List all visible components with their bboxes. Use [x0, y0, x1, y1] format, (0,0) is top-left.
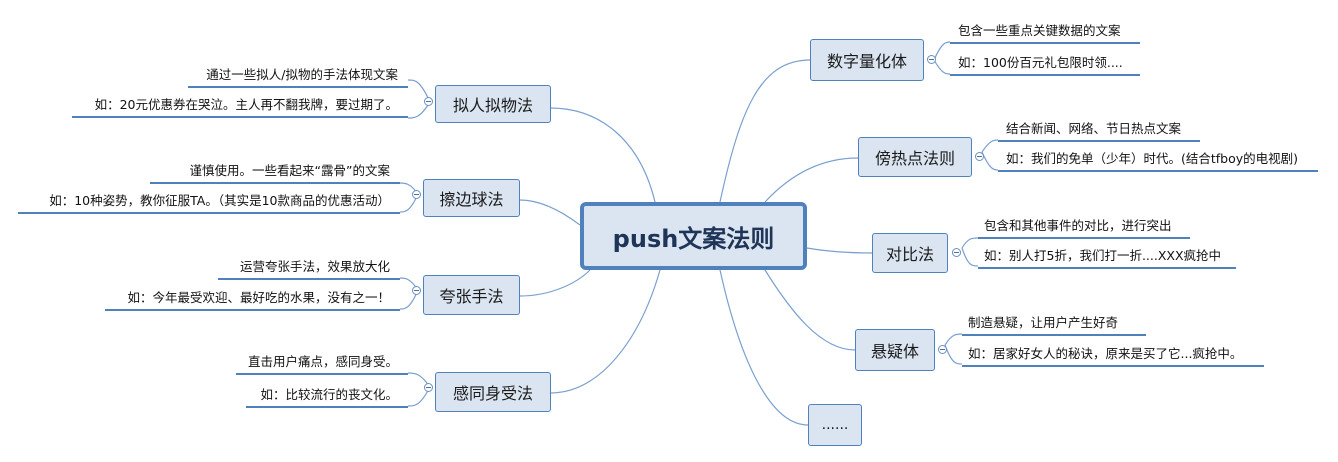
connector-root-left-1 — [519, 199, 581, 226]
leaf-text: 结合新闻、网络、节日热点文案 — [998, 118, 1200, 142]
leaf-text: 如：比较流行的丧文化。 — [246, 384, 408, 408]
connector-root-right-1 — [764, 157, 859, 203]
central-topic[interactable]: push文案法则 — [580, 202, 807, 270]
leaf-text: 如：别人打5折，我们打一折....XXX疯抢中 — [978, 245, 1236, 269]
branch-empathy[interactable]: 感同身受法 — [435, 372, 551, 412]
leaf-text: 如：居家好女人的秘诀，原来是买了它...疯抢中。 — [962, 343, 1264, 367]
leaf-text: 通过一些拟人/拟物的手法体现文案 — [188, 64, 408, 88]
branch-exaggeration[interactable]: 夸张手法 — [423, 275, 520, 315]
connector-root-right-2 — [806, 247, 873, 254]
connector-root-left-2 — [519, 269, 591, 297]
collapse-icon[interactable] — [424, 383, 433, 392]
collapse-icon[interactable] — [952, 248, 961, 257]
leaf-text: 包含一些重点关键数据的文案 — [950, 20, 1140, 44]
leaf-text: 如：100份百元礼包限时领.... — [950, 52, 1140, 76]
leaf-text: 制造悬疑，让用户产生好奇 — [962, 312, 1146, 336]
connector-root-right-4 — [719, 269, 809, 426]
connector-root-right-0 — [719, 59, 811, 203]
collapse-icon[interactable] — [412, 190, 421, 199]
leaf-text: 直击用户痛点，感同身受。 — [236, 351, 408, 375]
branch-contrast[interactable]: 对比法 — [872, 233, 948, 273]
branch-suspense[interactable]: 悬疑体 — [855, 329, 935, 371]
leaf-text: 如：10种姿势，教你征服TA。（其实是10款商品的优惠活动） — [18, 190, 400, 214]
branch-edge-ball[interactable]: 擦边球法 — [423, 179, 520, 217]
leaf-text: 如：20元优惠券在哭泣。主人再不翻我牌，要过期了。 — [72, 94, 408, 118]
collapse-icon[interactable] — [412, 286, 421, 295]
leaf-text: 谨慎使用。一些看起来“露骨”的文案 — [150, 160, 400, 184]
branch-hot-topics[interactable]: 傍热点法则 — [858, 137, 972, 177]
connector-root-left-3 — [549, 269, 661, 394]
branch-quantified[interactable]: 数字量化体 — [810, 39, 924, 81]
collapse-icon[interactable] — [424, 97, 433, 106]
leaf-text: 运营夸张手法，效果放大化 — [218, 256, 400, 280]
leaf-text: 如：我们的免单（少年）时代。(结合tfboy的电视剧) — [998, 148, 1318, 172]
branch-more[interactable]: ...... — [808, 404, 862, 446]
leaf-text: 包含和其他事件的对比，进行突出 — [978, 215, 1190, 239]
collapse-icon[interactable] — [975, 152, 984, 161]
branch-anthropomorphism[interactable]: 拟人拟物法 — [435, 85, 551, 123]
connector-root-left-0 — [549, 107, 656, 203]
connector-root-right-3 — [764, 269, 856, 351]
leaf-text: 如：今年最受欢迎、最好吃的水果，没有之一！ — [105, 287, 400, 311]
collapse-icon[interactable] — [927, 55, 936, 64]
collapse-icon[interactable] — [938, 345, 947, 354]
